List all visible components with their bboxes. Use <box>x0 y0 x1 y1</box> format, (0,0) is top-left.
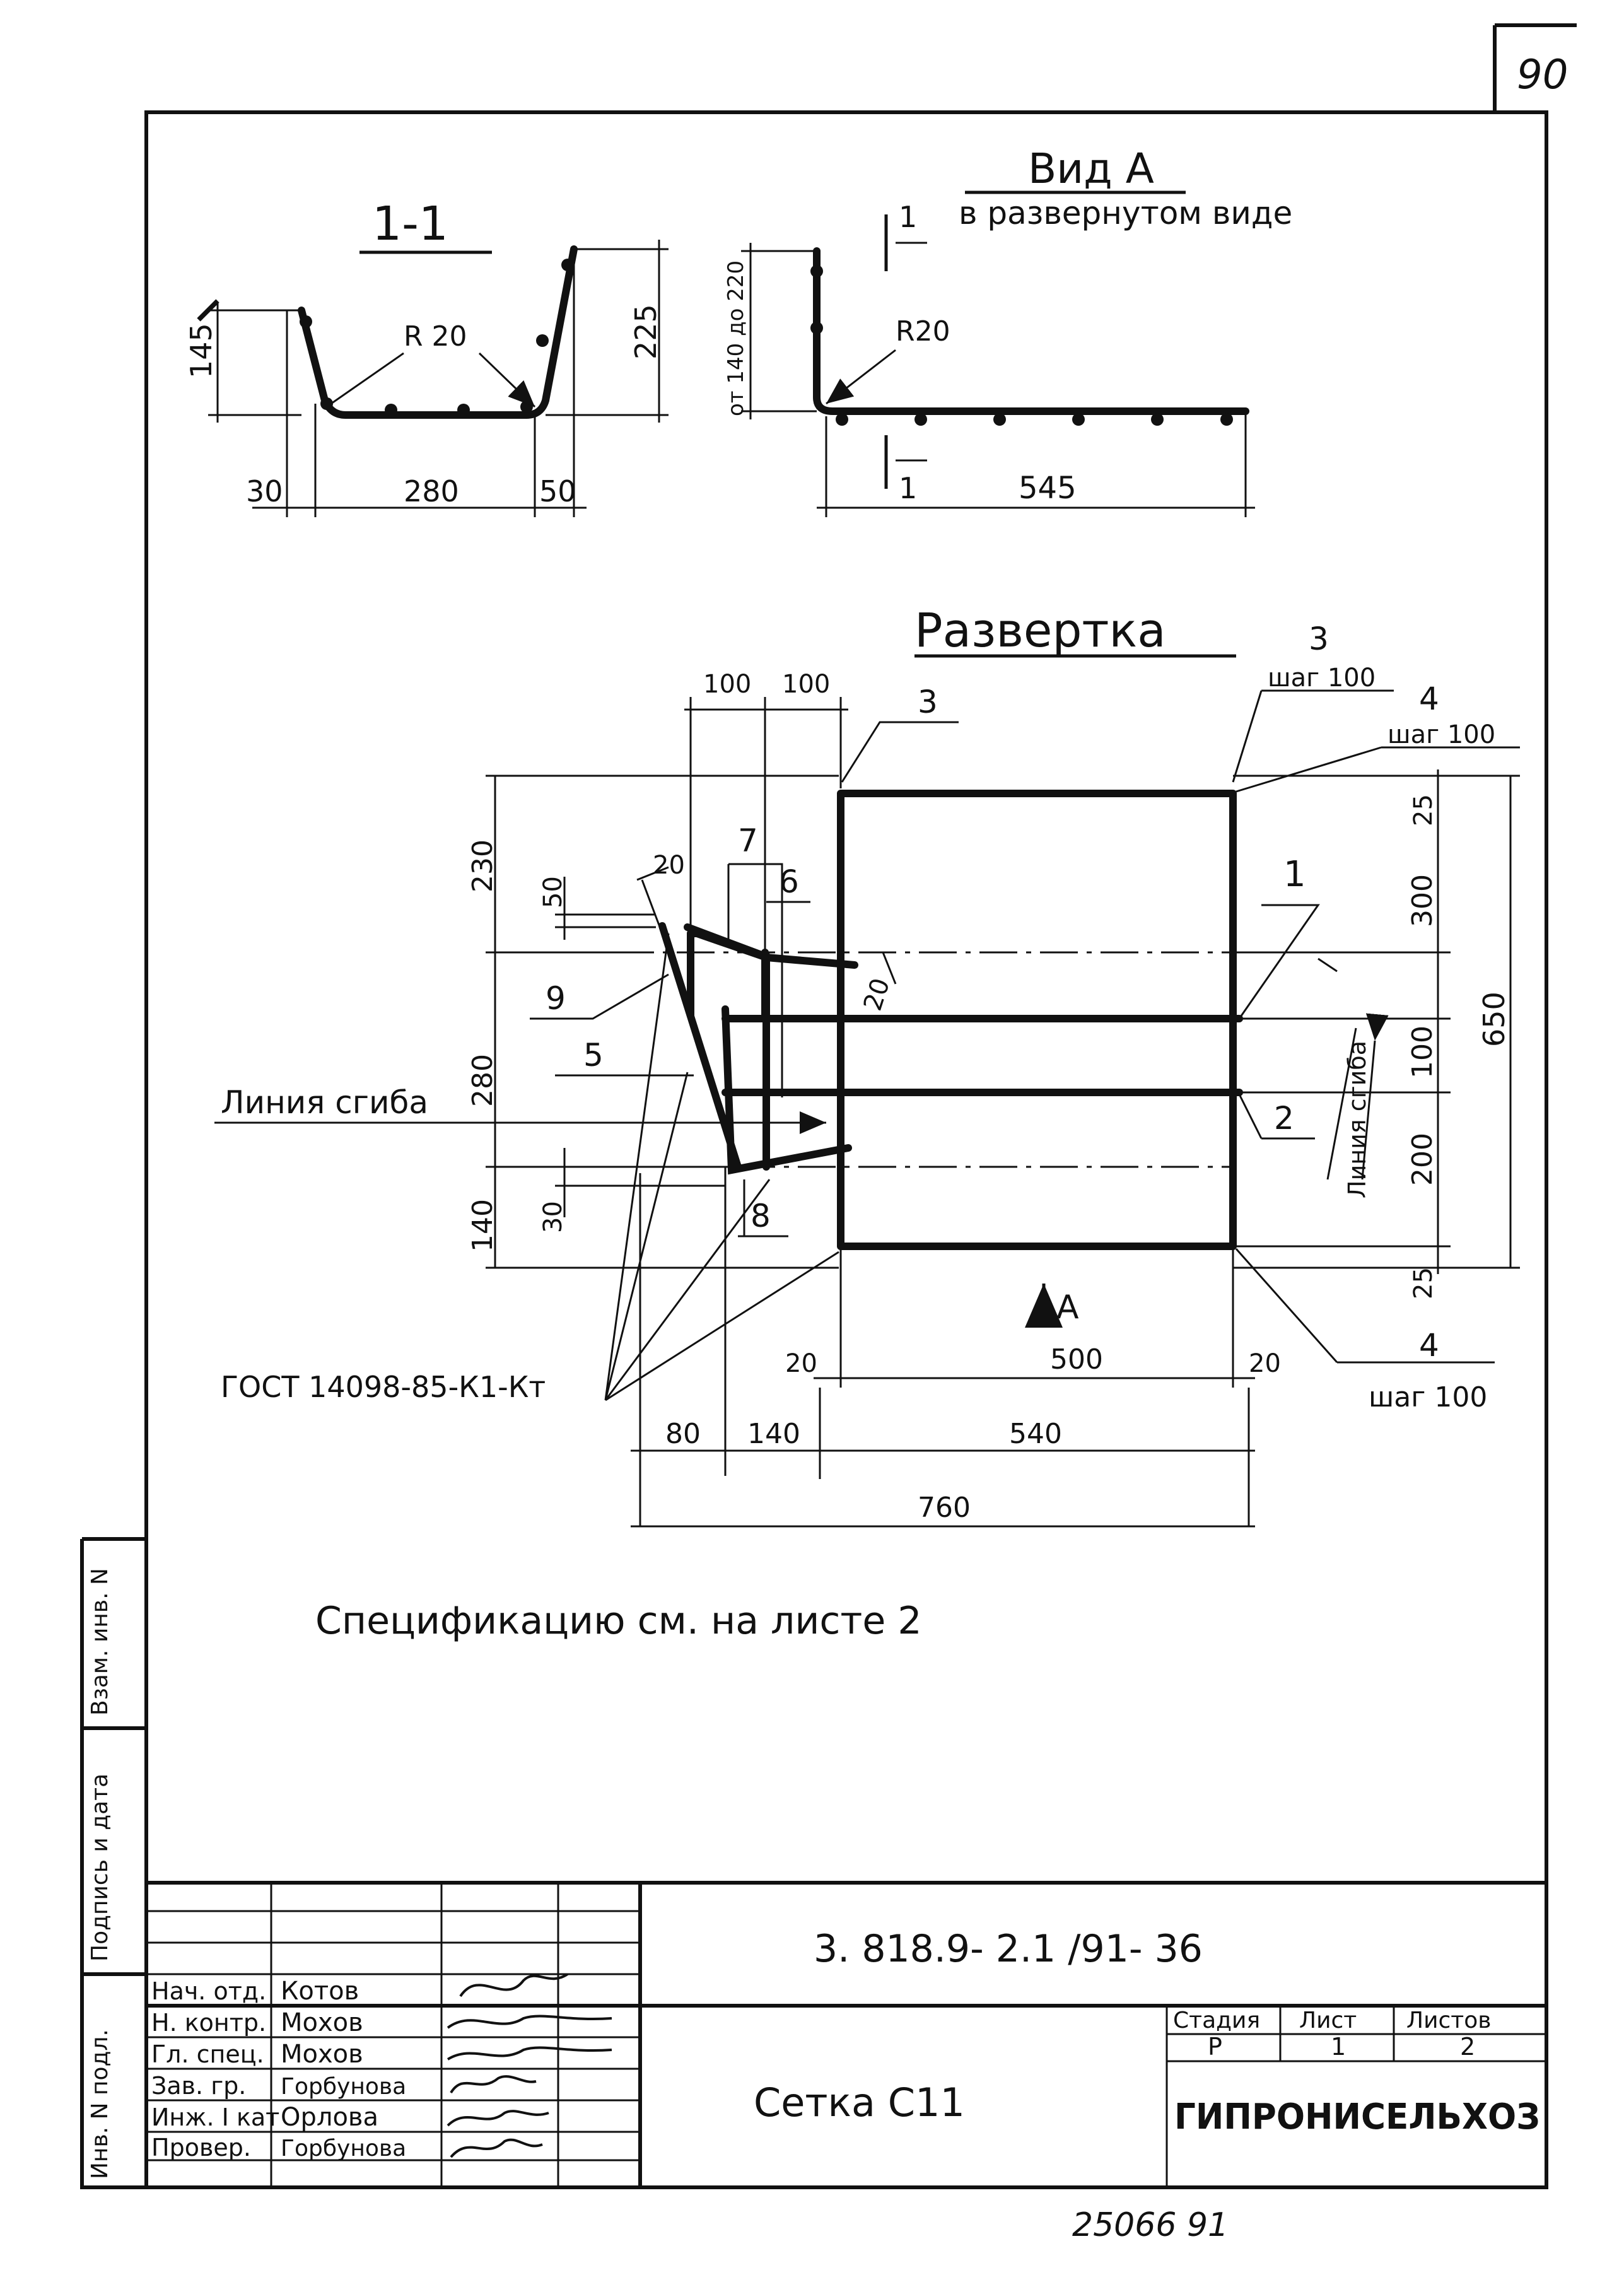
dim-540: 540 <box>1009 1418 1062 1450</box>
sheets-value: 2 <box>1460 2033 1475 2061</box>
stage-value: Р <box>1208 2033 1222 2061</box>
sheet-frame <box>144 110 1548 2189</box>
dim-20-angle-b: 20 <box>858 974 896 1014</box>
view-a-cut-bottom: 1 <box>899 471 917 505</box>
dim-145: 145 <box>184 323 218 378</box>
section-1-1-title: 1-1 <box>372 197 448 251</box>
view-arrow-a: А <box>1056 1289 1079 1326</box>
dim-30: 30 <box>246 474 283 508</box>
callout-7: 7 <box>738 822 758 859</box>
page-number: 90 <box>1517 52 1568 98</box>
dim-280-section: 280 <box>404 474 459 508</box>
callout-3-top: 3 <box>1309 621 1329 657</box>
dim-20-bottom-right: 20 <box>1249 1349 1281 1378</box>
dim-200: 200 <box>1406 1133 1439 1186</box>
tb-name-2: Мохов <box>281 2040 363 2069</box>
tb-role-5: Провер. <box>151 2134 251 2161</box>
step-4-bottom: шаг 100 <box>1369 1381 1487 1413</box>
dim-140-bottom: 140 <box>747 1418 800 1450</box>
dim-140-220: от 140 до 220 <box>723 260 749 416</box>
tb-role-4: Инж. I кат <box>151 2103 279 2131</box>
tb-role-2: Гл. спец. <box>151 2040 264 2068</box>
view-a: Вид А в развернутом виде 1 1 от 140 до 2… <box>723 144 1292 517</box>
dim-50: 50 <box>539 474 576 508</box>
view-a-title: Вид А <box>1028 144 1154 193</box>
doc-code: 3. 818.9- 2.1 /91- 36 <box>814 1927 1203 1971</box>
dim-50-unfold: 50 <box>539 876 568 908</box>
callout-8: 8 <box>751 1198 771 1234</box>
gost-label: ГОСТ 14098-85-К1-Кт <box>221 1370 546 1404</box>
dim-500: 500 <box>1050 1343 1103 1376</box>
callout-2: 2 <box>1274 1100 1294 1137</box>
side-label-1: Подпись и дата <box>87 1774 113 1962</box>
callout-9: 9 <box>546 980 566 1017</box>
callout-3-left: 3 <box>918 684 938 720</box>
footer-number: 25066 91 <box>1072 2206 1229 2244</box>
side-label-2: Взам. инв. N <box>87 1568 113 1716</box>
view-a-bars <box>810 265 1233 426</box>
dim-30-unfold: 30 <box>539 1201 568 1233</box>
callout-6: 6 <box>779 863 799 900</box>
tb-name-1: Мохов <box>281 2008 363 2037</box>
step-3: шаг 100 <box>1268 664 1376 693</box>
dim-100-b: 100 <box>782 670 830 699</box>
view-a-subtitle: в развернутом виде <box>959 195 1292 231</box>
dim-280-unfold: 280 <box>467 1054 499 1107</box>
tb-name-5: Горбунова <box>281 2136 406 2161</box>
page-number-box: 90 <box>1493 23 1577 114</box>
spec-note: Спецификацию см. на листе 2 <box>315 1599 922 1643</box>
dim-225: 225 <box>629 304 663 360</box>
title-block: 3. 818.9- 2.1 /91- 36 Нач. отд. Котов Н.… <box>146 1881 1546 2187</box>
dim-20-bottom-left: 20 <box>785 1349 817 1378</box>
sheets-label: Листов <box>1406 2008 1491 2033</box>
callout-4-bottom: 4 <box>1419 1327 1439 1364</box>
dim-230: 230 <box>467 839 499 892</box>
view-a-cut-top: 1 <box>899 200 917 234</box>
side-labels: Инв. N подл. Подпись и дата Взам. инв. N <box>80 1537 146 2189</box>
tb-name-0: Котов <box>281 1977 359 2006</box>
sheet-label: Лист <box>1299 2008 1357 2033</box>
side-label-0: Инв. N подл. <box>87 2029 113 2179</box>
section-1-1: 1-1 145 225 R 20 30 280 50 <box>184 197 669 517</box>
dim-760: 760 <box>918 1492 971 1524</box>
dim-r20-view: R20 <box>896 315 950 348</box>
stage-label: Стадия <box>1173 2008 1260 2033</box>
dim-80: 80 <box>665 1418 701 1450</box>
item-name: Сетка С11 <box>754 2079 965 2126</box>
dim-25-bottom: 25 <box>1409 1267 1438 1299</box>
dim-100-a: 100 <box>703 670 751 699</box>
dim-140-left: 140 <box>467 1199 499 1252</box>
tb-role-1: Н. контр. <box>151 2009 266 2037</box>
dim-20-angle-a: 20 <box>653 851 685 880</box>
dim-r20-left: R 20 <box>404 320 467 353</box>
sheet-value: 1 <box>1331 2033 1346 2061</box>
tb-name-4: Орлова <box>281 2103 378 2132</box>
tb-role-0: Нач. отд. <box>151 1977 266 2005</box>
dim-25-top: 25 <box>1409 794 1438 826</box>
callout-5: 5 <box>583 1037 604 1073</box>
dim-545: 545 <box>1019 471 1077 506</box>
tb-role-3: Зав. гр. <box>151 2072 246 2100</box>
organization: ГИПРОНИСЕЛЬХОЗ <box>1174 2097 1540 2138</box>
dim-650: 650 <box>1477 991 1511 1047</box>
unfold-title: Развертка <box>914 604 1166 658</box>
unfold-view: Развертка 230 280 140 50 30 20 20 100 10… <box>214 604 1520 1528</box>
callout-1: 1 <box>1283 854 1306 895</box>
callout-4-top: 4 <box>1419 681 1439 717</box>
signatures <box>447 1973 612 2158</box>
tb-name-3: Горбунова <box>281 2074 406 2100</box>
fold-line-label: Линия сгиба <box>221 1084 428 1121</box>
dim-100-right: 100 <box>1406 1026 1439 1079</box>
dim-300: 300 <box>1406 874 1439 927</box>
step-4-top: шаг 100 <box>1387 720 1495 749</box>
